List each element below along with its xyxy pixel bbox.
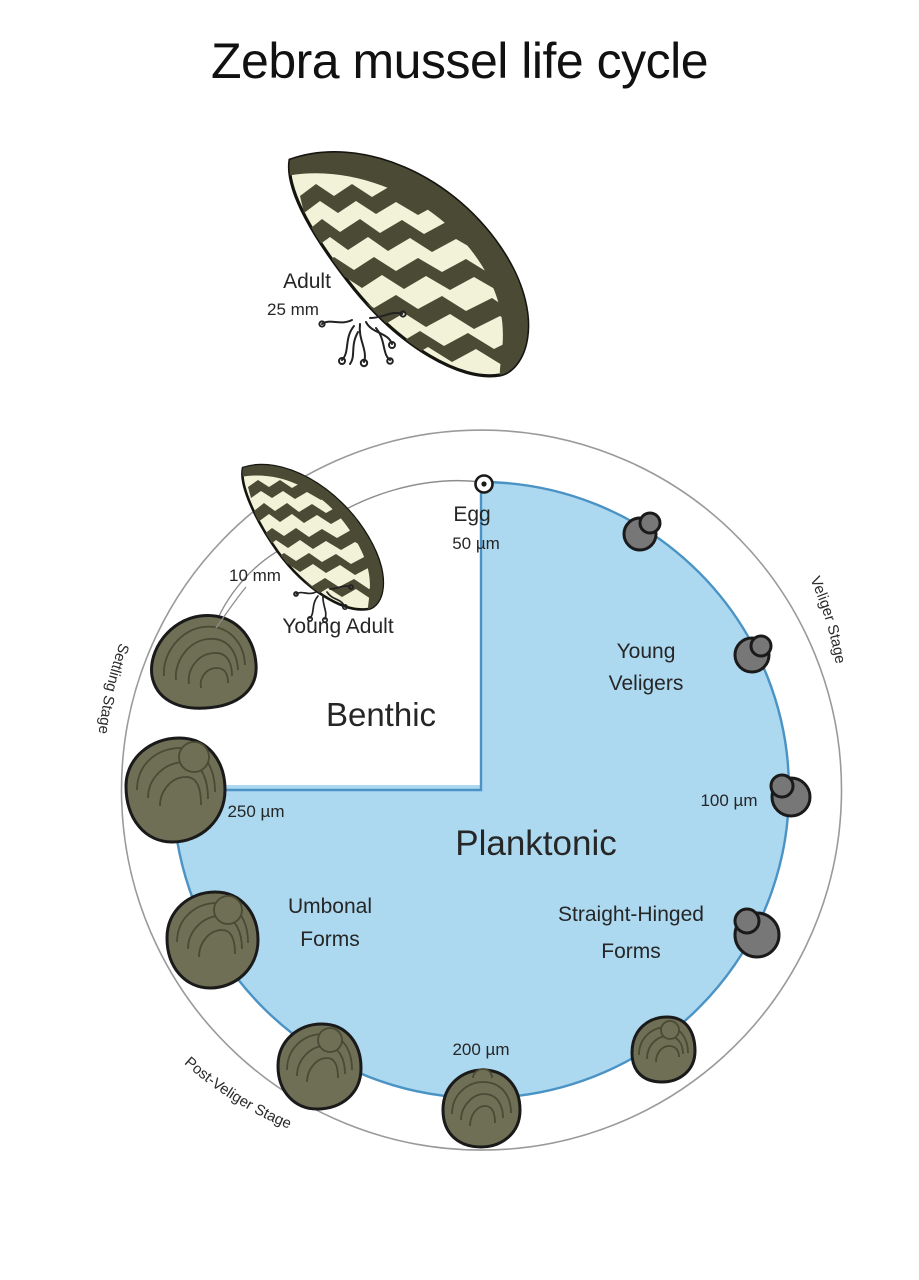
benthic-wedge-border [173,482,483,792]
egg-size-label: 50 µm [452,534,500,553]
veliger-specimens [622,511,812,959]
shell-specimen [165,890,260,990]
young-adult-byssal-threads-icon [293,584,354,624]
group-label-young-veligers-line1: Young [617,640,676,663]
arc-label-veliger-stage: Veliger Stage [806,574,848,665]
adult-label: Adult [283,270,331,293]
shell-specimen [150,614,258,710]
young-adult-label: Young Adult [282,615,394,638]
zone-label-planktonic: Planktonic [455,824,616,863]
settling-250um-size-label: 250 µm [227,802,284,821]
arc-label-settling-stage: Settling Stage [95,641,132,735]
post-veliger-200um-size-label: 200 µm [452,1040,509,1059]
veliger-specimen [733,907,781,959]
group-label-umbonal-line1: Umbonal [288,895,372,918]
egg-nucleus-icon [481,481,487,487]
group-label-straight-hinged-line2: Forms [601,940,661,963]
shell-specimen [630,1015,697,1084]
stage-egg: Egg 50 µm [452,474,500,553]
shell-specimen [124,736,227,844]
group-label-young-veligers-line2: Veligers [609,672,684,695]
veliger-specimen [769,773,812,818]
byssal-threads-icon [318,310,407,368]
post-veliger-specimens [124,614,697,1149]
shell-specimen [276,1022,363,1111]
young-adult-leader-line [215,586,247,629]
young-adult-size-label: 10 mm [229,566,281,585]
adult-size-label: 25 mm [267,300,319,319]
page-title: Zebra mussel life cycle [211,33,709,89]
group-label-straight-hinged-line1: Straight-Hinged [558,903,704,926]
group-label-umbonal-line2: Forms [300,928,360,951]
adult-mussel-illustration: Adult 25 mm [267,151,530,378]
veliger-specimen [733,634,773,674]
group-labels: Young Veligers Straight-Hinged Forms Umb… [288,640,704,963]
young-adult-illustration: 10 mm Young Adult [215,463,394,638]
egg-label: Egg [453,503,490,526]
zone-label-benthic: Benthic [326,696,436,733]
veliger-specimen [622,511,662,552]
veliger-100um-size-label: 100 µm [700,791,757,810]
shell-specimen [441,1068,522,1149]
